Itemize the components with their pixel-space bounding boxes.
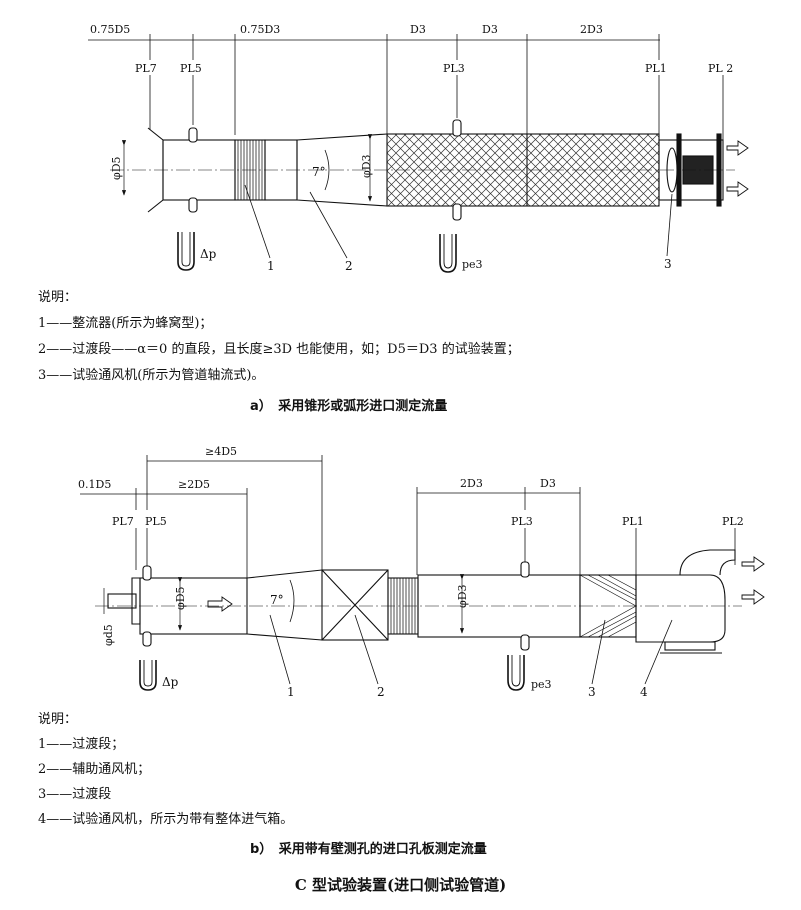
dim-a-4: 2D3 bbox=[580, 23, 603, 36]
dim-b-1: 0.1D5 bbox=[78, 478, 111, 491]
dim-b-0: ≥4D5 bbox=[205, 445, 237, 458]
plane-b-pl7: PL7 bbox=[112, 515, 134, 528]
label-a-angle: 7° bbox=[312, 165, 326, 179]
label-a-dia3: φD3 bbox=[360, 154, 373, 178]
label-b-dia3: φD3 bbox=[456, 584, 469, 608]
label-a-dia5: φD5 bbox=[110, 156, 123, 180]
callout-a-3: 3 bbox=[664, 257, 672, 271]
label-b-pe3: pe3 bbox=[531, 678, 552, 691]
plane-b-pl1: PL1 bbox=[622, 515, 644, 528]
label-b-dp: Δp bbox=[162, 675, 179, 689]
callout-b-2: 2 bbox=[377, 685, 385, 699]
plane-a-pl2: PL 2 bbox=[708, 62, 733, 75]
label-b-dia5: φD5 bbox=[174, 586, 187, 610]
callout-a-2: 2 bbox=[345, 259, 353, 273]
dim-a-1: 0.75D3 bbox=[240, 23, 280, 36]
callout-b-3: 3 bbox=[588, 685, 596, 699]
label-b-d5: φd5 bbox=[102, 624, 115, 646]
notes-b-title: 说明： bbox=[38, 712, 78, 727]
note-b-4: 4——试验通风机，所示为带有整体进气箱。 bbox=[38, 812, 294, 827]
plane-a-pl3: PL3 bbox=[443, 62, 465, 75]
notes-a-title: 说明： bbox=[38, 290, 78, 305]
plane-a-pl1: PL1 bbox=[645, 62, 667, 75]
plane-a-pl7: PL7 bbox=[135, 62, 157, 75]
dim-b-2: ≥2D5 bbox=[178, 478, 210, 491]
note-a-1: 1——整流器(所示为蜂窝型)； bbox=[38, 316, 213, 331]
note-a-2: 2——过渡段——α＝0 的直段，且长度≥3D 也能使用，如；D5＝D3 的试验装… bbox=[38, 342, 520, 357]
caption-a: a） 采用锥形或弧形进口测定流量 bbox=[250, 399, 448, 414]
callout-b-1: 1 bbox=[287, 685, 295, 699]
note-a-3: 3——试验通风机(所示为管道轴流式)。 bbox=[38, 368, 265, 383]
dim-a-3: D3 bbox=[482, 23, 498, 36]
label-b-angle: 7° bbox=[270, 593, 284, 607]
plane-a-pl5: PL5 bbox=[180, 62, 202, 75]
note-b-3: 3——过渡段 bbox=[38, 787, 112, 802]
figure-title: C 型试验装置(进口侧试验管道) bbox=[294, 876, 507, 894]
diagram-a bbox=[88, 34, 749, 273]
plane-b-pl3: PL3 bbox=[511, 515, 533, 528]
plane-b-pl2: PL2 bbox=[722, 515, 744, 528]
dim-b-3: 2D3 bbox=[460, 477, 483, 490]
callout-a-1: 1 bbox=[267, 259, 275, 273]
caption-b: b） 采用带有壁测孔的进口孔板测定流量 bbox=[250, 842, 487, 857]
diagram-b bbox=[80, 455, 765, 691]
callout-b-4: 4 bbox=[640, 685, 648, 699]
label-a-pe3: pe3 bbox=[462, 258, 483, 271]
plane-b-pl5: PL5 bbox=[145, 515, 167, 528]
dim-a-0: 0.75D5 bbox=[90, 23, 130, 36]
note-b-1: 1——过渡段； bbox=[38, 737, 125, 752]
dim-a-2: D3 bbox=[410, 23, 426, 36]
note-b-2: 2——辅助通风机； bbox=[38, 762, 151, 777]
dim-b-4: D3 bbox=[540, 477, 556, 490]
label-a-dp: Δp bbox=[200, 247, 217, 261]
